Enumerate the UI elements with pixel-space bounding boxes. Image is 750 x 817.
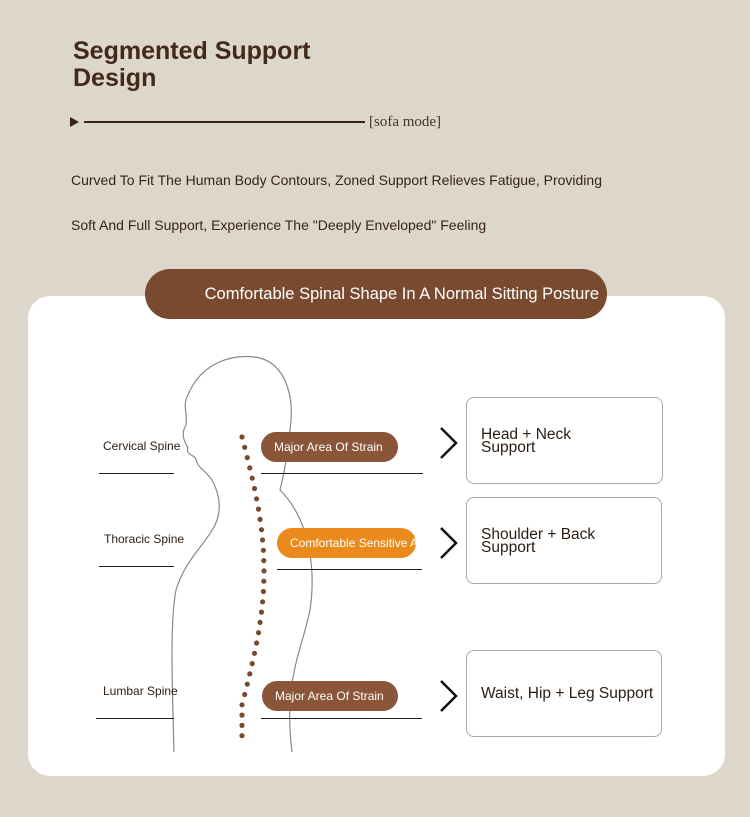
spine-dot (251, 485, 258, 492)
spine-dot (261, 568, 267, 574)
spine-dot (242, 444, 248, 450)
spine-dot (258, 609, 265, 615)
spine-dot (257, 619, 263, 626)
spine-dot (239, 712, 245, 718)
area-tag-cervical: Major Area Of Strain (261, 432, 398, 462)
divider (84, 121, 365, 123)
banner-pill: Comfortable Spinal Shape In A Normal Sit… (145, 269, 607, 319)
spine-dot (249, 475, 255, 481)
description-line-1: Curved To Fit The Human Body Contours, Z… (71, 172, 602, 188)
spine-label-thoracic: Thoracic Spine (104, 532, 185, 546)
underline (99, 473, 174, 474)
spine-dot (247, 671, 253, 677)
support-box-waist-hip-leg: Waist, Hip + Leg Support (466, 650, 662, 737)
spine-dot (254, 496, 260, 502)
spine-dot (257, 516, 263, 523)
underline (277, 569, 422, 570)
spine-dot (260, 537, 266, 543)
spine-dot (239, 434, 245, 440)
page-title: Segmented Support Design (73, 37, 311, 92)
spine-dot (254, 640, 260, 646)
spine-dot (244, 681, 250, 687)
spine-dot (239, 702, 245, 708)
area-tag-lumbar: Major Area Of Strain (262, 681, 398, 711)
banner-text: Comfortable Spinal Shape In A Normal Sit… (204, 284, 599, 303)
spine-label-lumbar: Lumbar Spine (103, 684, 178, 698)
area-tag-text: Major Area Of Strain (275, 689, 384, 703)
spine-dot (261, 558, 267, 564)
spine-dot (258, 527, 265, 533)
description-line-2: Soft And Full Support, Experience The "D… (71, 217, 487, 233)
underline (261, 718, 422, 719)
spine-dot (244, 455, 250, 461)
mode-label: [sofa mode] (369, 114, 442, 130)
area-tag-text: Major Area Of Strain (274, 440, 383, 454)
spine-dot (239, 733, 245, 739)
chevron-right-icon (440, 427, 458, 459)
spine-dot (260, 547, 266, 553)
underline (261, 473, 423, 474)
spine-dot (260, 588, 266, 595)
support-text: Waist, Hip + Leg Support (481, 685, 654, 702)
spine-dot (239, 722, 245, 729)
support-box-head-neck: Head + Neck Support (466, 397, 663, 484)
chevron-right-icon (440, 680, 458, 712)
spine-dot (255, 506, 262, 512)
play-triangle-icon (70, 117, 79, 127)
underline (99, 566, 174, 567)
spine-dot (261, 578, 267, 584)
support-text: Head + Neck Support (481, 425, 572, 456)
spine-label-cervical: Cervical Spine (103, 439, 181, 453)
spine-dot (242, 691, 248, 698)
spine-dot (247, 465, 253, 471)
spine-dots (239, 434, 267, 739)
area-tag-thoracic: Comfortable Sensitive Area (277, 528, 416, 558)
spine-dot (255, 630, 262, 636)
spine-dot (249, 661, 255, 667)
support-box-shoulder-back: Shoulder + Back Support (466, 497, 662, 584)
spine-dot (251, 650, 258, 656)
area-tag-text: Comfortable Sensitive Area (290, 536, 416, 550)
underline (96, 718, 174, 719)
chevron-right-icon (440, 527, 458, 559)
spine-dot (260, 599, 266, 605)
support-text: Shoulder + Back Support (481, 525, 596, 556)
